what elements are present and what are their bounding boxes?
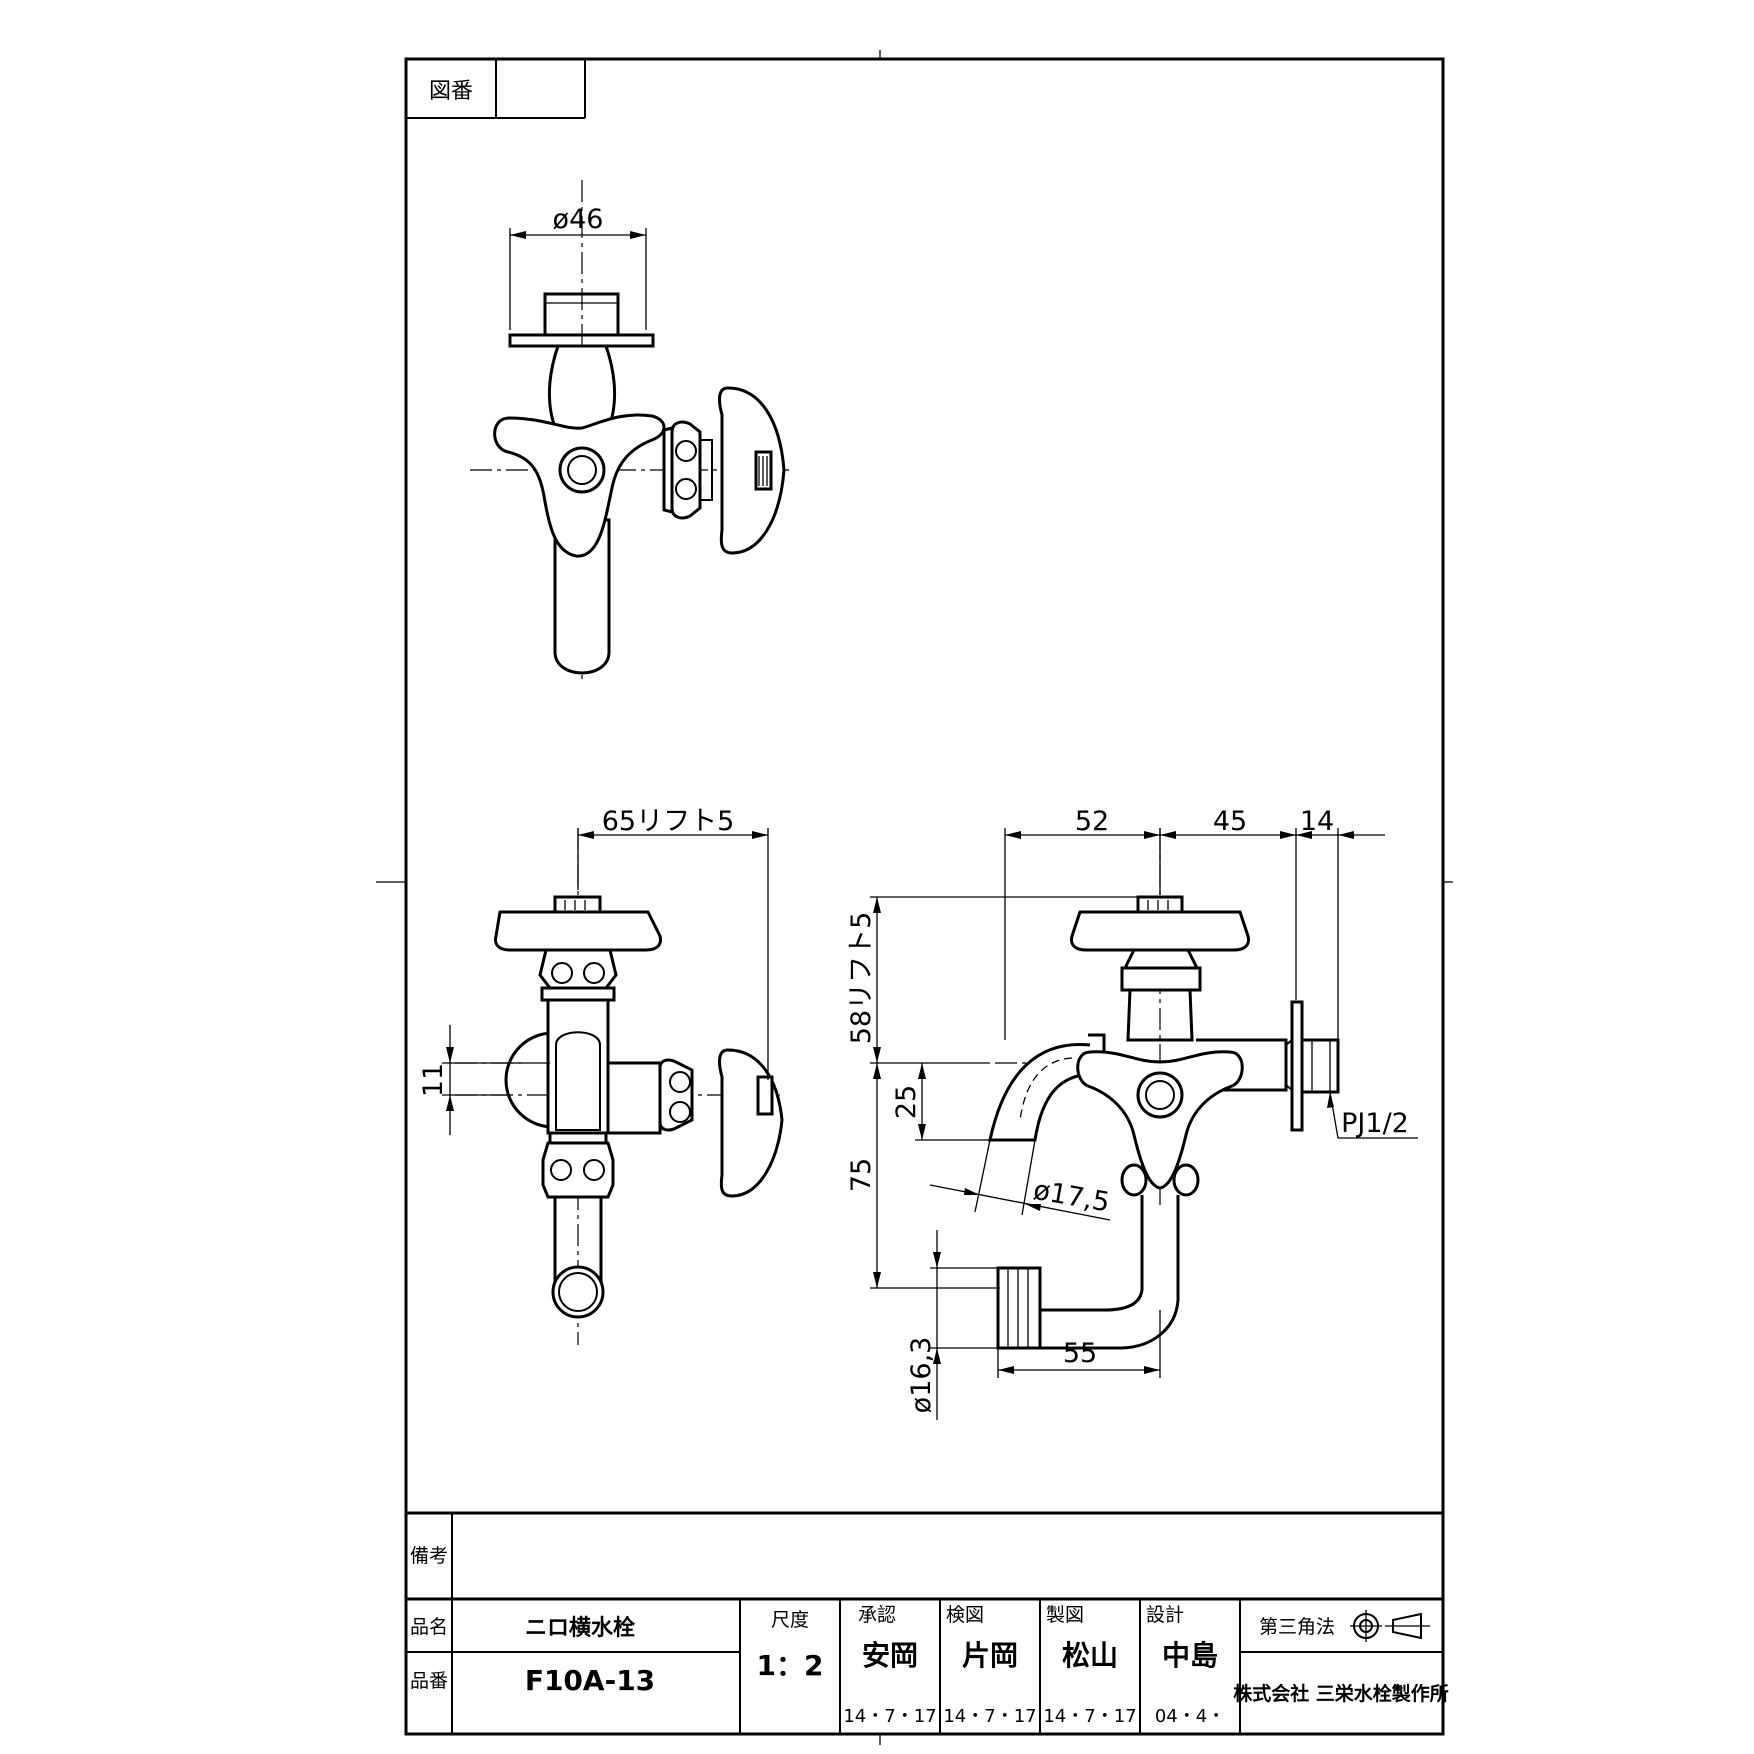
projection-label: 第三角法 xyxy=(1259,1616,1335,1638)
drawing-number-label: 図番 xyxy=(429,79,473,104)
approve-label: 承認 xyxy=(858,1604,896,1626)
dim-front-dia-outlet: ø17,5 xyxy=(1031,1175,1112,1219)
part-label: 品番 xyxy=(410,1670,448,1692)
drawing-number-box: 図番 xyxy=(406,59,586,119)
third-angle-projection-icon xyxy=(1350,1610,1430,1642)
approve-name: 安岡 xyxy=(862,1639,918,1672)
product-name: ニロ横水栓 xyxy=(525,1616,635,1641)
dim-thread: PJ1/2 xyxy=(1341,1108,1409,1139)
dim-side-11: 11 xyxy=(418,1063,449,1097)
dim-front-14: 14 xyxy=(1300,806,1334,837)
dim-front-58: 58リフト5 xyxy=(846,912,877,1045)
dim-front-75: 75 xyxy=(846,1158,877,1192)
remarks-label: 備考 xyxy=(410,1545,448,1567)
design-date: 04・4・ xyxy=(1155,1706,1225,1727)
company-name: 株式会社 三栄水栓製作所 xyxy=(1233,1682,1449,1705)
dim-front-52: 52 xyxy=(1075,806,1109,837)
dim-front-25: 25 xyxy=(891,1085,922,1119)
dim-front-45: 45 xyxy=(1213,806,1247,837)
title-block: 備考 品名 ニロ横水栓 品番 F10A-13 尺度 1：2 承認 安岡 14・7… xyxy=(406,1511,1449,1734)
check-date: 14・7・17 xyxy=(943,1706,1036,1727)
scale-value: 1：2 xyxy=(757,1649,824,1682)
draw-name: 松山 xyxy=(1062,1639,1118,1672)
front-view: 52 45 14 58リフト5 75 25 ø17,5 ø16,3 xyxy=(846,806,1418,1420)
approve-date: 14・7・17 xyxy=(843,1706,936,1727)
part-number: F10A-13 xyxy=(525,1664,655,1697)
draw-label: 製図 xyxy=(1046,1604,1084,1626)
draw-date: 14・7・17 xyxy=(1043,1706,1136,1727)
name-label: 品名 xyxy=(410,1616,448,1638)
top-view: ø46 xyxy=(470,180,790,680)
design-label: 設計 xyxy=(1146,1604,1184,1626)
dim-side-width: 65リフト5 xyxy=(602,806,735,837)
dim-top-width: ø46 xyxy=(553,204,604,235)
dim-front-dia-hose: ø16,3 xyxy=(906,1337,937,1414)
side-view: 65リフト5 11 xyxy=(418,806,784,1345)
dim-front-55: 55 xyxy=(1063,1338,1097,1369)
check-name: 片岡 xyxy=(962,1639,1018,1672)
check-label: 検図 xyxy=(946,1604,984,1626)
design-name: 中島 xyxy=(1162,1639,1218,1672)
drawing-frame xyxy=(404,57,1445,1736)
scale-label: 尺度 xyxy=(771,1609,809,1631)
